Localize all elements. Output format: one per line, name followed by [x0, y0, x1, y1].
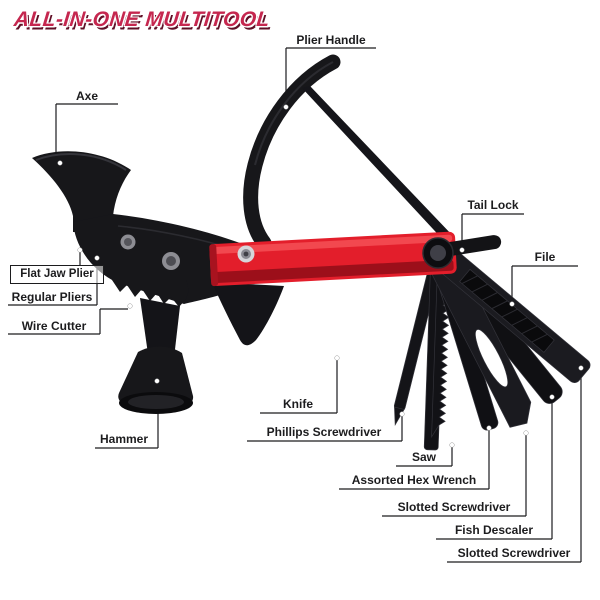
pivot-screws [120, 234, 502, 270]
label-assorted-hex-wrench: Assorted Hex Wrench [351, 473, 477, 487]
label-saw: Saw [411, 450, 437, 464]
label-hammer: Hammer [99, 432, 149, 446]
label-slotted-screwdriver-2: Slotted Screwdriver [457, 546, 571, 560]
lower-jaw-arm [212, 282, 284, 346]
wire-cutter-teeth [112, 280, 189, 307]
label-file: File [534, 250, 556, 264]
label-axe: Axe [75, 89, 99, 103]
plier-handle-arm [243, 54, 453, 251]
axe-head [32, 151, 131, 232]
label-regular-pliers: Regular Pliers [11, 290, 93, 304]
label-phillips-screwdriver: Phillips Screwdriver [266, 425, 382, 439]
leader-dots [57, 104, 584, 448]
label-flat-jaw-plier: Flat Jaw Plier [10, 265, 104, 284]
label-slotted-screwdriver-1: Slotted Screwdriver [397, 500, 511, 514]
label-fish-descaler: Fish Descaler [454, 523, 534, 537]
label-plier-handle: Plier Handle [296, 33, 366, 47]
foldout-tools [393, 250, 591, 451]
page-title: ALL-IN-ONE MULTITOOL [12, 8, 271, 31]
hammer-head [118, 298, 194, 414]
label-tail-lock: Tail Lock [467, 198, 519, 212]
plier-head-body [73, 214, 284, 346]
red-handle [209, 231, 457, 287]
label-knife: Knife [283, 397, 313, 411]
file-blade [439, 250, 591, 383]
phillips-blade [393, 265, 440, 426]
label-wire-cutter: Wire Cutter [21, 319, 87, 333]
